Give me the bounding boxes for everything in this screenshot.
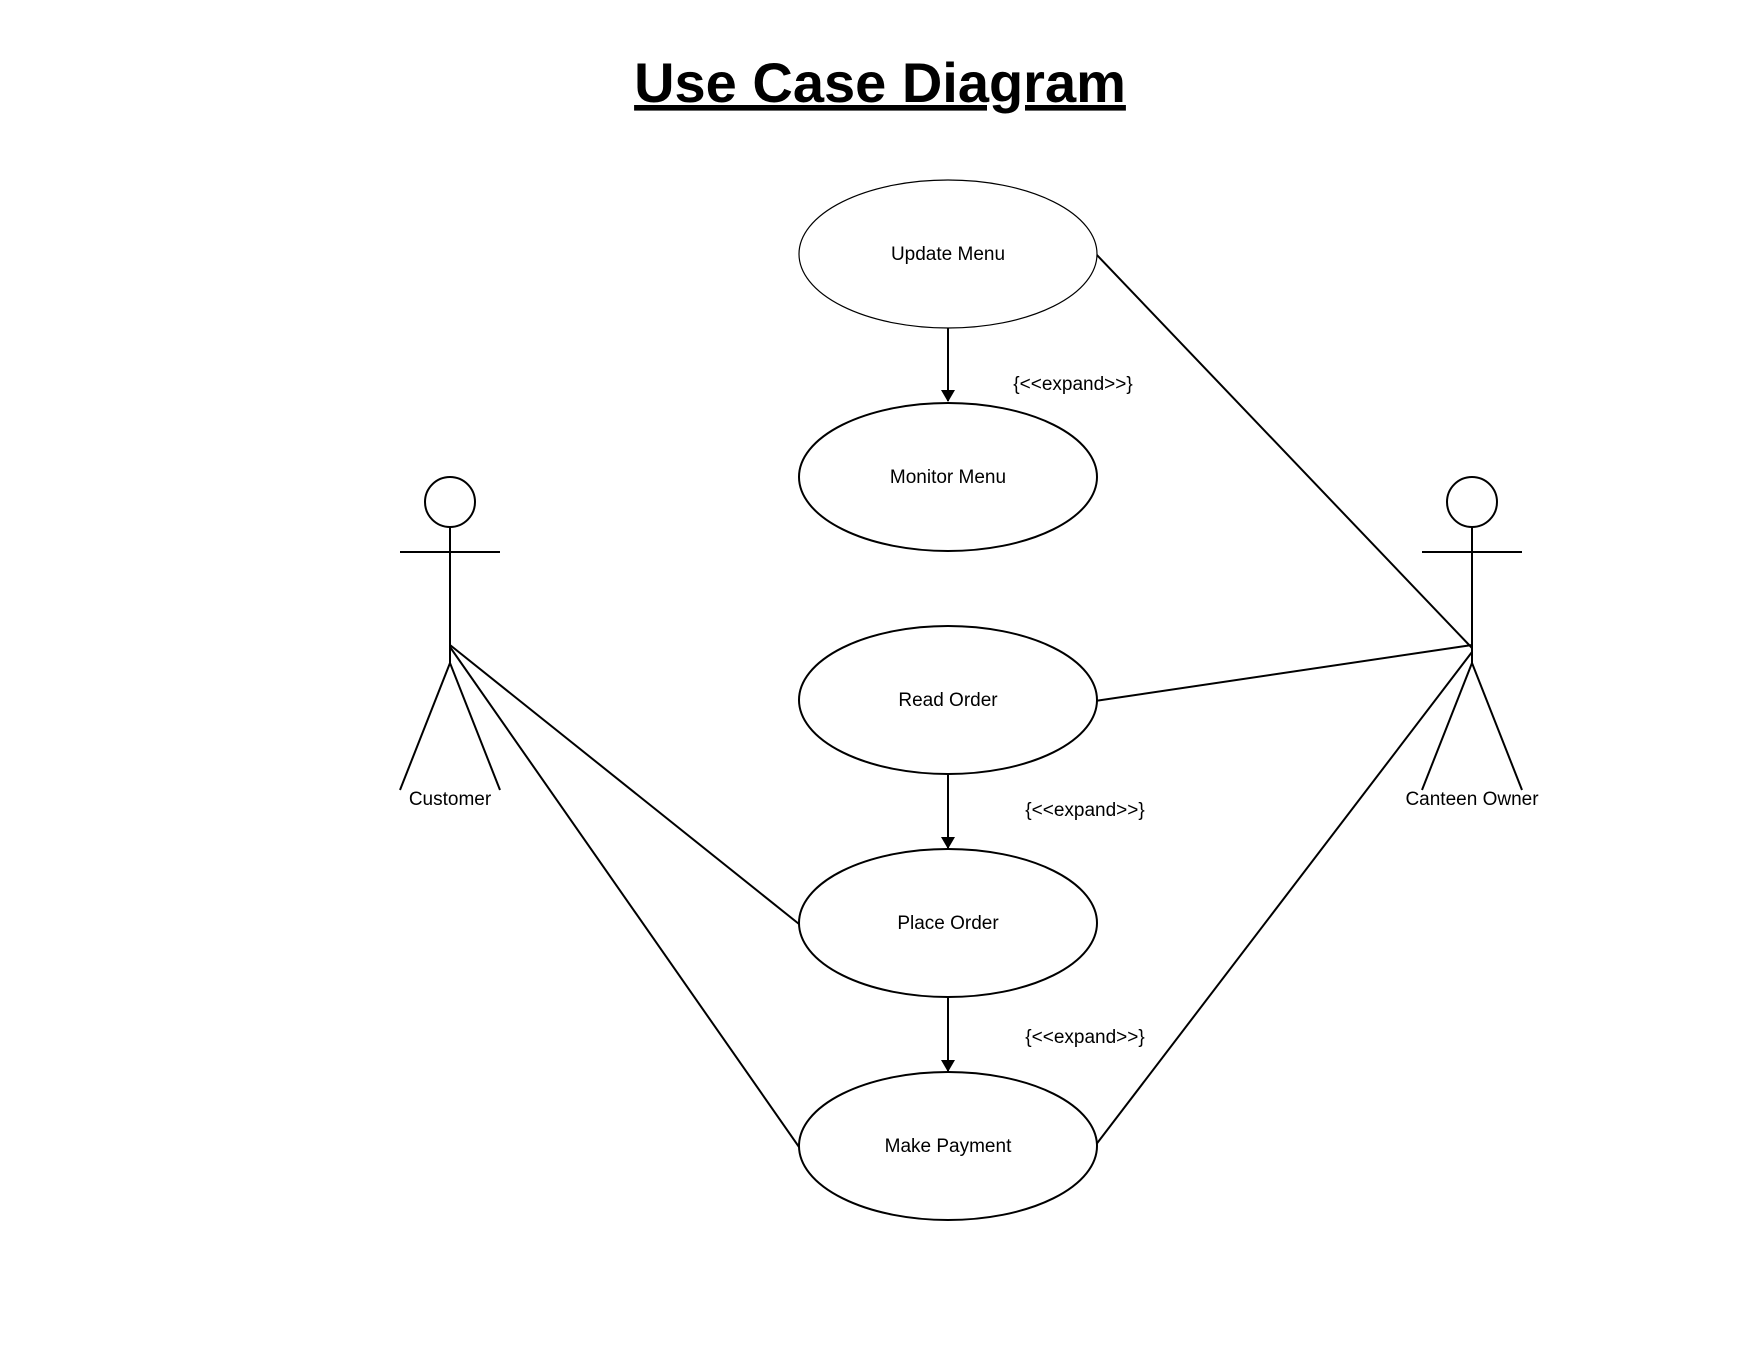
association-read-order-canteen-owner [1094,644,1473,702]
use-case-monitor-menu: Monitor Menu [798,402,1098,552]
use-case-ellipse [798,625,1098,775]
association-customer-make-payment [449,646,800,1148]
actor-left-leg [1421,662,1473,791]
association-update-menu-canteen-owner [1094,252,1473,649]
use-case-ellipse [798,1071,1098,1221]
use-case-ellipse [798,179,1098,329]
use-case-label: Update Menu [891,244,1005,265]
association-customer-place-order [449,644,800,925]
page-title: Use Case Diagram [634,51,1126,114]
use-case-place-order: Place Order [798,848,1098,998]
expand-label-update-to-monitor: {<<expand>>} [1013,374,1132,395]
use-case-read-order: Read Order [798,625,1098,775]
actor-customer: Customer [399,476,501,810]
use-case-label: Monitor Menu [890,467,1006,488]
use-case-make-payment: Make Payment [798,1071,1098,1221]
use-case-ellipse [798,402,1098,552]
use-case-label: Read Order [898,690,998,711]
association-make-payment-canteen-owner [1094,651,1473,1147]
actor-right-leg [1471,662,1523,791]
use-case-update-menu: Update Menu [798,179,1098,329]
actor-left-leg [399,662,451,791]
actor-head-icon [1446,476,1498,528]
actor-right-leg [449,662,501,791]
use-case-label: Make Payment [885,1136,1012,1157]
use-case-ellipse [798,848,1098,998]
expand-label-read-to-place: {<<expand>>} [1025,800,1144,821]
actor-head-icon [424,476,476,528]
actor-label: Canteen Owner [1405,789,1539,810]
use-case-label: Place Order [897,913,999,934]
actor-canteen-owner: Canteen Owner [1405,476,1539,810]
actor-label: Customer [409,789,492,810]
expand-label-place-to-payment: {<<expand>>} [1025,1027,1144,1048]
